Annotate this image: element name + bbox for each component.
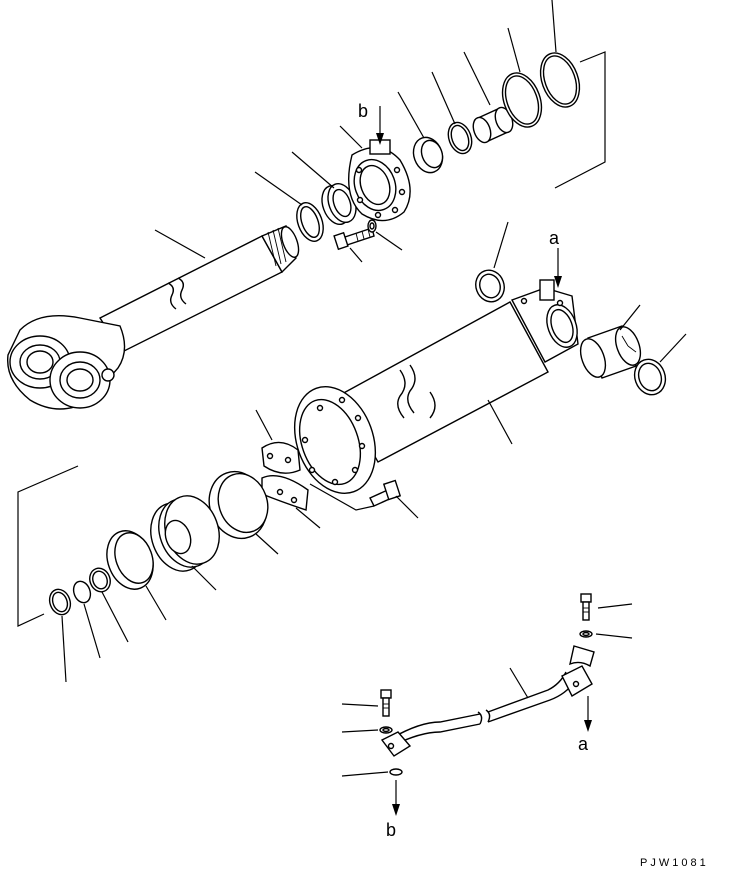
o-ring-2 [48, 588, 72, 616]
rod-eye [6, 315, 126, 410]
rod-ring-1 [296, 202, 324, 242]
rod-bushing [321, 182, 357, 226]
hydraulic-pipe [391, 671, 575, 747]
o-ring-1 [89, 567, 111, 593]
backup-ring [72, 580, 92, 604]
pipe-washer-right [579, 630, 593, 638]
head-washer [367, 219, 377, 233]
pipe-o-ring [389, 768, 403, 776]
piston-nut-top [261, 441, 301, 474]
tube-ring [475, 269, 505, 303]
pipe-bolt-left [380, 689, 392, 717]
pipe-washer-left [379, 726, 393, 734]
tube-bushing [579, 325, 642, 379]
head-bolt [333, 227, 375, 251]
seal-1 [412, 136, 444, 174]
arrow-a-top: a [549, 228, 562, 288]
label-b-top: b [358, 101, 368, 121]
pipe-flange-left [380, 731, 412, 757]
piston-nut-bottom [261, 475, 309, 511]
dust-seal [633, 358, 667, 396]
ring-large-2 [539, 52, 581, 108]
tube-end-block [511, 279, 579, 363]
label-b-bottom: b [386, 820, 396, 840]
cylinder-head [347, 139, 411, 222]
pipe-bolt-right [580, 593, 592, 621]
arrow-b-top: b [358, 101, 384, 145]
piston-rod [98, 225, 300, 353]
arrow-a-bottom: a [578, 696, 592, 754]
ring-large-1 [501, 72, 543, 128]
piston-seal [106, 530, 154, 590]
pipe-flange-right [561, 645, 595, 697]
drawing-code: PJW1081 [640, 857, 709, 869]
label-a-bottom: a [578, 734, 589, 754]
tube-flange [293, 386, 377, 494]
tube-bolt [369, 479, 402, 507]
arrow-b-bottom: b [386, 780, 400, 840]
piston [150, 495, 220, 572]
seal-2 [447, 121, 473, 155]
label-a-top: a [549, 228, 560, 248]
